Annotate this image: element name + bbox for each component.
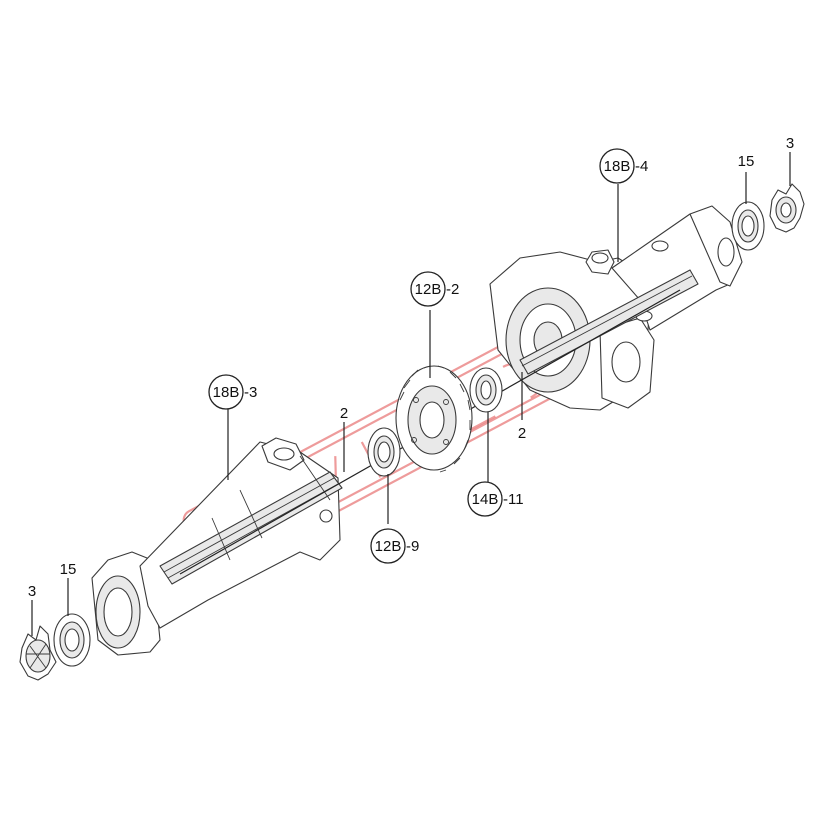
bevel-gear-right	[769, 183, 805, 233]
leader-lines	[31, 152, 791, 636]
axle-housing-right	[489, 205, 743, 411]
callout-bearing-right: 15	[738, 153, 755, 170]
callout-gear-left: 3	[28, 583, 36, 600]
callout-ring-gear: 12B -2	[410, 271, 459, 307]
callout-bearing-mid-right: 14B -11	[467, 481, 524, 517]
callout-code: 18B	[213, 384, 240, 401]
callout-code: 12B	[375, 538, 402, 555]
callout-bearing-mid-left: 12B -9	[370, 528, 419, 564]
callout-shaft-right: 2	[518, 425, 526, 442]
bearing-mid-right	[469, 367, 503, 413]
bearing-mid-left	[367, 427, 401, 477]
callout-suffix: -4	[635, 158, 648, 175]
callout-suffix: -3	[244, 384, 257, 401]
callout-suffix: -2	[446, 281, 459, 298]
callout-housing-right: 18B -4	[599, 148, 648, 184]
axle-housing-left	[91, 437, 343, 656]
bearing-left	[53, 613, 91, 667]
callout-gear-right: 3	[786, 135, 794, 152]
callout-housing-left: 18B -3	[208, 374, 257, 410]
callout-code: 18B	[604, 158, 631, 175]
bearing-right	[731, 201, 765, 251]
callout-code: 14B	[472, 491, 499, 508]
bevel-gear-left	[19, 625, 57, 681]
callout-bearing-left: 15	[60, 561, 77, 578]
callout-suffix: -9	[406, 538, 419, 555]
callout-code: 12B	[415, 281, 442, 298]
callout-shaft-left: 2	[340, 405, 348, 422]
callout-suffix: -11	[503, 491, 524, 508]
ring-gear	[395, 365, 473, 473]
